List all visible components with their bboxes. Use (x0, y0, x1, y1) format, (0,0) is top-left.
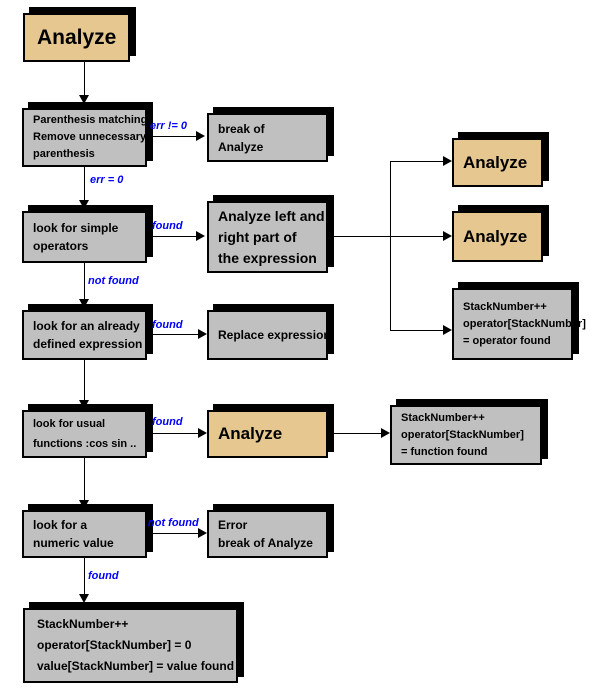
node-label: operator[StackNumber] = 0 (37, 638, 192, 652)
edge-label-found-simple: found (152, 220, 183, 232)
node-label: functions :cos sin .. (33, 438, 137, 450)
edge-label-not-found-simple: not found (88, 275, 139, 287)
node-label: numeric value (33, 536, 114, 550)
node-error-break-analyze: Error break of Analyze (207, 510, 328, 558)
arrowhead-down-icon (79, 400, 89, 409)
arrowhead-down-icon (79, 594, 89, 603)
node-label: the expression (218, 249, 317, 266)
node-label: Analyze left and (218, 207, 325, 224)
arrowhead-right-icon (198, 428, 207, 438)
node-parenthesis-matching: Parenthesis matching Remove unnecessary … (22, 108, 147, 167)
arrowhead-down-icon (79, 299, 89, 308)
node-look-usual-functions: look for usual functions :cos sin .. (22, 410, 147, 458)
node-look-numeric-value: look for a numeric value (22, 510, 147, 558)
edge-label-not-found-numeric: not found (148, 517, 199, 529)
edge-defined-to-replace (147, 334, 198, 335)
edge-defined-to-functions (84, 360, 85, 400)
node-label: right part of (218, 228, 297, 245)
node-label: Remove unnecessary (33, 131, 147, 143)
node-label: break of (218, 121, 265, 136)
edge-parenthesis-to-break (147, 136, 196, 137)
node-label: look for usual (33, 418, 106, 430)
edge-label-err-zero: err = 0 (90, 174, 124, 186)
edge-analyzelr-to-recursive2 (330, 236, 443, 237)
arrowhead-right-icon (198, 329, 207, 339)
node-label: operators (33, 239, 89, 253)
node-analyze-recursive-1: Analyze (452, 138, 543, 187)
node-label: Replace expression (218, 328, 331, 342)
edge-branch-to-stackoperator (390, 330, 443, 331)
node-analyze-recursive-2: Analyze (452, 211, 543, 262)
node-replace-expression: Replace expression (207, 310, 331, 360)
edge-functions-to-numeric (84, 458, 85, 500)
node-label: StackNumber++ (37, 617, 129, 631)
node-stack-value-found: StackNumber++ operator[StackNumber] = 0 … (23, 608, 238, 683)
arrowhead-right-icon (443, 156, 452, 166)
node-label: look for a (33, 518, 88, 532)
node-label: Error (218, 518, 248, 532)
node-label: value[StackNumber] = value found (37, 659, 235, 673)
node-label: Parenthesis matching (33, 114, 148, 126)
node-label: = operator found (463, 334, 551, 347)
node-analyze-left-right: Analyze left and right part of the expre… (207, 201, 328, 273)
node-label: look for simple (33, 221, 119, 235)
edge-label-found-functions: found (152, 416, 183, 428)
edge-start-to-parenthesis (84, 62, 85, 96)
node-break-of-analyze: break of Analyze (207, 113, 328, 162)
edge-branch-vertical (390, 161, 391, 331)
arrowhead-down-icon (79, 95, 89, 104)
node-label: StackNumber++ (401, 411, 485, 424)
arrowhead-right-icon (196, 231, 205, 241)
arrowhead-down-icon (79, 500, 89, 509)
node-label: Analyze (218, 424, 283, 443)
edge-label-found-numeric: found (88, 570, 119, 582)
node-label: Analyze (37, 25, 117, 49)
node-label: operator[StackNumber] (401, 428, 524, 441)
node-analyze-start: Analyze (23, 13, 130, 62)
arrowhead-right-icon (443, 231, 452, 241)
node-stack-operator-found: StackNumber++ operator[StackNumber] = op… (452, 288, 586, 360)
arrowhead-right-icon (198, 528, 207, 538)
edge-parenthesis-to-simpleops (84, 167, 85, 201)
edge-functions-to-analyze (147, 433, 198, 434)
node-look-simple-operators: look for simple operators (22, 211, 147, 263)
edge-simpleops-to-defined (84, 263, 85, 299)
edge-label-found-defined: found (152, 319, 183, 331)
node-label: Analyze (463, 226, 528, 246)
arrowhead-right-icon (196, 131, 205, 141)
edge-branch-to-recursive1 (390, 161, 443, 162)
node-label: look for an already (33, 319, 140, 333)
edge-simpleops-to-analyzelr (147, 236, 196, 237)
edge-analyze-to-stackfunction (330, 433, 381, 434)
node-stack-function-found: StackNumber++ operator[StackNumber] = fu… (390, 405, 542, 465)
node-analyze-function-arg: Analyze (207, 410, 328, 458)
arrowhead-right-icon (443, 325, 452, 335)
edge-numeric-to-stackvalue (84, 558, 85, 594)
node-label: = function found (401, 445, 488, 458)
arrowhead-right-icon (381, 428, 390, 438)
node-label: operator[StackNumber] (463, 317, 586, 330)
node-label: Analyze (218, 139, 264, 154)
node-label: break of Analyze (218, 536, 313, 550)
node-label: Analyze (463, 152, 528, 172)
node-label: StackNumber++ (463, 300, 547, 313)
node-label: parenthesis (33, 148, 95, 160)
node-label: defined expression (33, 337, 143, 351)
edge-label-err-not-zero: err != 0 (150, 120, 187, 132)
arrowhead-down-icon (79, 200, 89, 209)
node-look-defined-expression: look for an already defined expression (22, 310, 147, 360)
edge-numeric-to-error (147, 533, 198, 534)
